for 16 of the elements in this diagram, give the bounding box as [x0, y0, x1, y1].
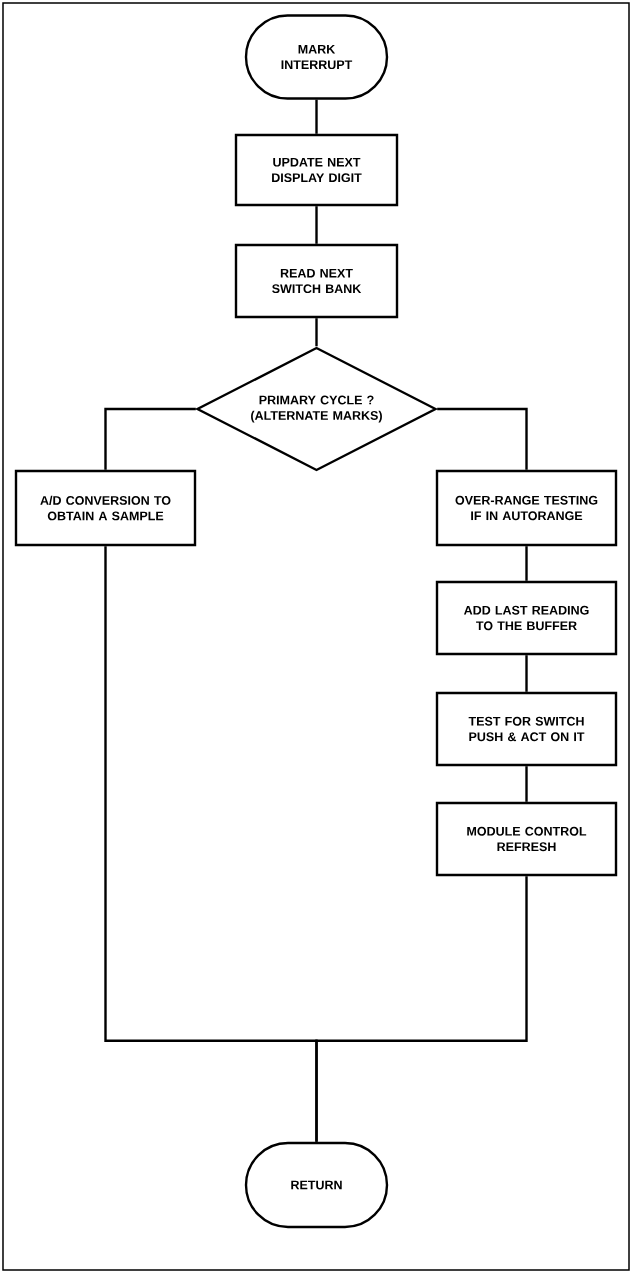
- connector-line: [525, 766, 528, 802]
- process-box: READ NEXT SWITCH BANK: [234, 243, 399, 319]
- process-box: TEST FOR SWITCH PUSH & ACT ON IT: [435, 691, 618, 767]
- connector-line: [315, 876, 528, 1142]
- process-box: A/D CONVERSION TO OBTAIN A SAMPLE: [14, 469, 197, 547]
- connector-line: [525, 655, 528, 692]
- process-box: ADD LAST READING TO THE BUFFER: [435, 580, 618, 656]
- process-box: UPDATE NEXT DISPLAY DIGIT: [234, 133, 399, 207]
- connector-line: [315, 318, 318, 347]
- connector-line: [104, 407, 196, 470]
- process-box: OVER-RANGE TESTING IF IN AUTORANGE: [435, 469, 618, 547]
- process-box: MODULE CONTROL REFRESH: [435, 801, 618, 877]
- connector-line: [525, 546, 528, 581]
- connector-line: [437, 407, 528, 470]
- connector-line: [315, 99, 318, 134]
- connector-line: [315, 206, 318, 244]
